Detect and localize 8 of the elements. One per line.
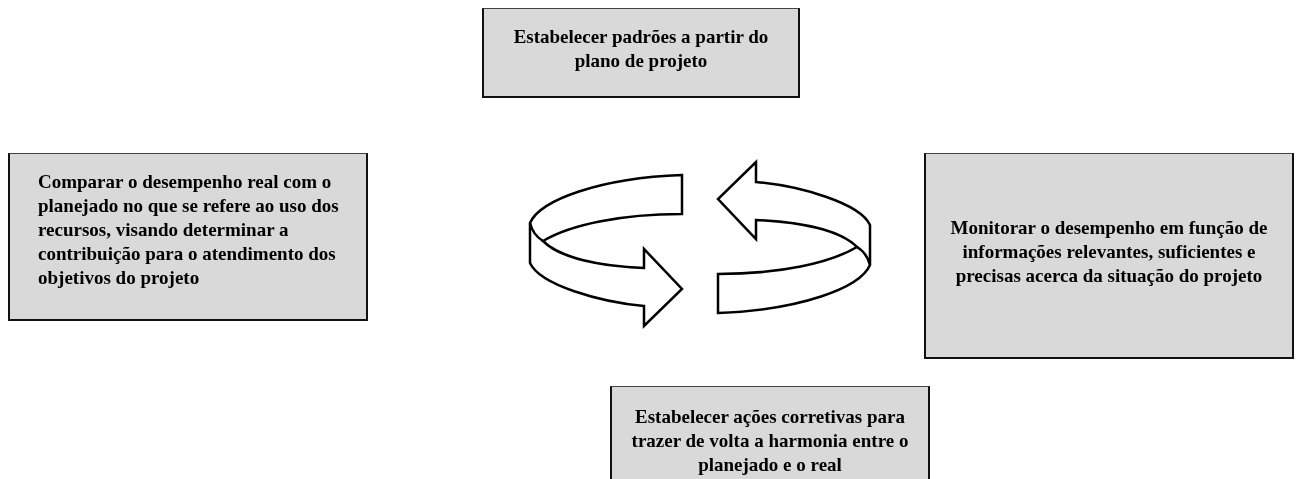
process-box <box>8 153 368 321</box>
box-text: Estabelecer padrões a partir do plano de projeto <box>512 25 770 73</box>
process-box <box>924 153 1294 359</box>
box-text: Estabelecer ações corretivas para trazer de volta a harmonia entre o planejado e o real <box>630 405 910 477</box>
box-text: Monitorar o desempenho em função de informações relevantes, suficientes e precisas acerca da situação do projeto <box>949 216 1269 288</box>
process-box <box>610 386 930 479</box>
process-box <box>482 8 800 98</box>
box-text: Comparar o desempenho real com o planejado no que se refere ao uso dos recursos, visando determinar a contribuição para o atendimento dos objetivos do projeto <box>38 170 340 290</box>
